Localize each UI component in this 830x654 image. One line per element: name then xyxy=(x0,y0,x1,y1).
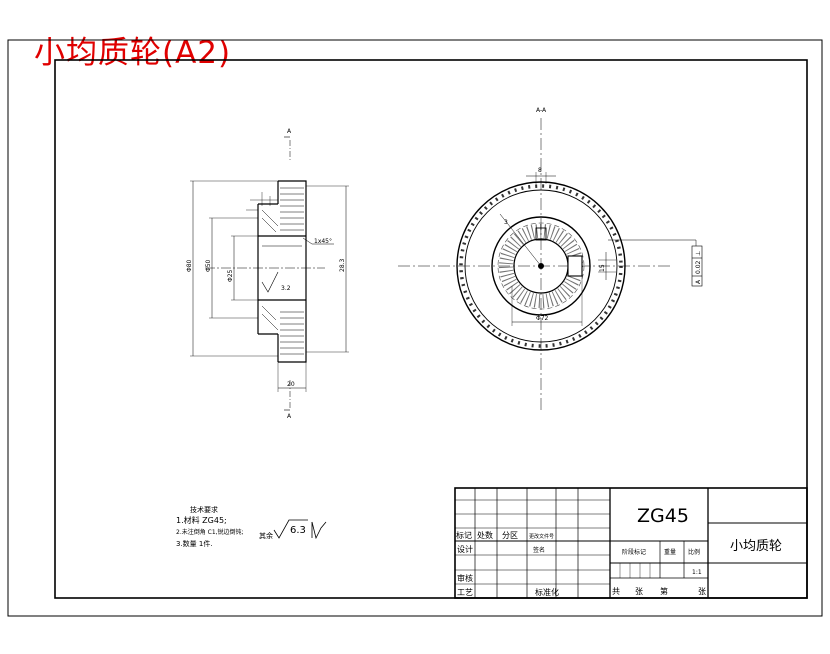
tb-design: 设计 xyxy=(457,544,473,554)
tech-heading: 技术要求 xyxy=(190,505,218,514)
tb-sheets: 张 xyxy=(635,587,643,596)
tb-sheet-no: 第 xyxy=(660,586,668,596)
roughness-prefix: 其余 xyxy=(259,531,273,540)
dim-pitch-dia: Φ72 xyxy=(536,315,549,322)
tb-scale: 比例 xyxy=(688,548,700,556)
tb-standardize: 标准化 xyxy=(535,587,559,597)
tb-stage-mark: 阶段标记 xyxy=(622,548,646,556)
dim-width: 20 xyxy=(287,381,295,388)
dim-key-depth: 28.3 xyxy=(339,258,346,272)
tb-scale-value: 1:1 xyxy=(692,569,702,576)
tb-process: 工艺 xyxy=(457,588,473,597)
chamfer-note: 1x45° xyxy=(314,238,332,245)
end-view: A-A 8 3 Φ72 15 xyxy=(398,107,703,410)
section-label: A-A xyxy=(536,107,547,114)
tb-signature-date: 签名 xyxy=(533,546,545,554)
tb-zone: 分区 xyxy=(502,531,518,540)
dim-flat-width: 15 xyxy=(599,264,606,272)
title-block-text: ZG45 小均质轮 标记 处数 分区 更改文件号 设计 签名 审核 工艺 标准化… xyxy=(456,505,782,597)
title-block xyxy=(454,487,808,599)
tolerance-value: 0.02 xyxy=(695,260,702,274)
dim-key-small: 3 xyxy=(504,219,508,226)
tb-part-name: 小均质轮 xyxy=(730,539,782,554)
tb-marks: 标记 xyxy=(456,530,472,540)
tolerance-datum: A xyxy=(695,279,702,284)
dim-keyway-width: 8 xyxy=(538,167,542,174)
dim-outer-dia: Φ80 xyxy=(186,259,193,272)
tech-item-2: 2.未注倒角 C1,锐边倒钝; xyxy=(176,528,244,536)
section-mark-top: A xyxy=(287,128,292,135)
drawing-title: 小均质轮(A2) xyxy=(34,35,232,71)
section-view: A A 3.2 xyxy=(186,128,349,420)
roughness-general: 6.3 xyxy=(290,525,306,536)
tb-weight: 重量 xyxy=(664,548,676,556)
outer-border xyxy=(7,39,823,617)
dim-bore-dia: Φ25 xyxy=(227,269,234,282)
tb-sheet-unit: 张 xyxy=(698,587,706,596)
tb-review: 审核 xyxy=(457,573,473,583)
general-roughness: 其余 6.3 xyxy=(259,519,327,540)
tb-change-doc: 更改文件号 xyxy=(529,533,554,540)
tech-requirements: 技术要求 1.材料 ZG45; 2.未注倒角 C1,锐边倒钝; 3.数量 1件. xyxy=(176,505,244,548)
tech-item-3: 3.数量 1件. xyxy=(176,539,213,548)
inner-frame xyxy=(54,59,808,599)
roughness-bore: 3.2 xyxy=(281,285,291,292)
tb-material: ZG45 xyxy=(637,505,689,527)
tb-count: 处数 xyxy=(477,530,493,540)
tb-total: 共 xyxy=(612,587,620,596)
section-mark-bottom: A xyxy=(287,413,292,420)
dim-hub-dia: Φ50 xyxy=(205,259,212,272)
tolerance-symbol: ⊥ xyxy=(695,251,702,256)
tech-item-1: 1.材料 ZG45; xyxy=(176,515,227,525)
